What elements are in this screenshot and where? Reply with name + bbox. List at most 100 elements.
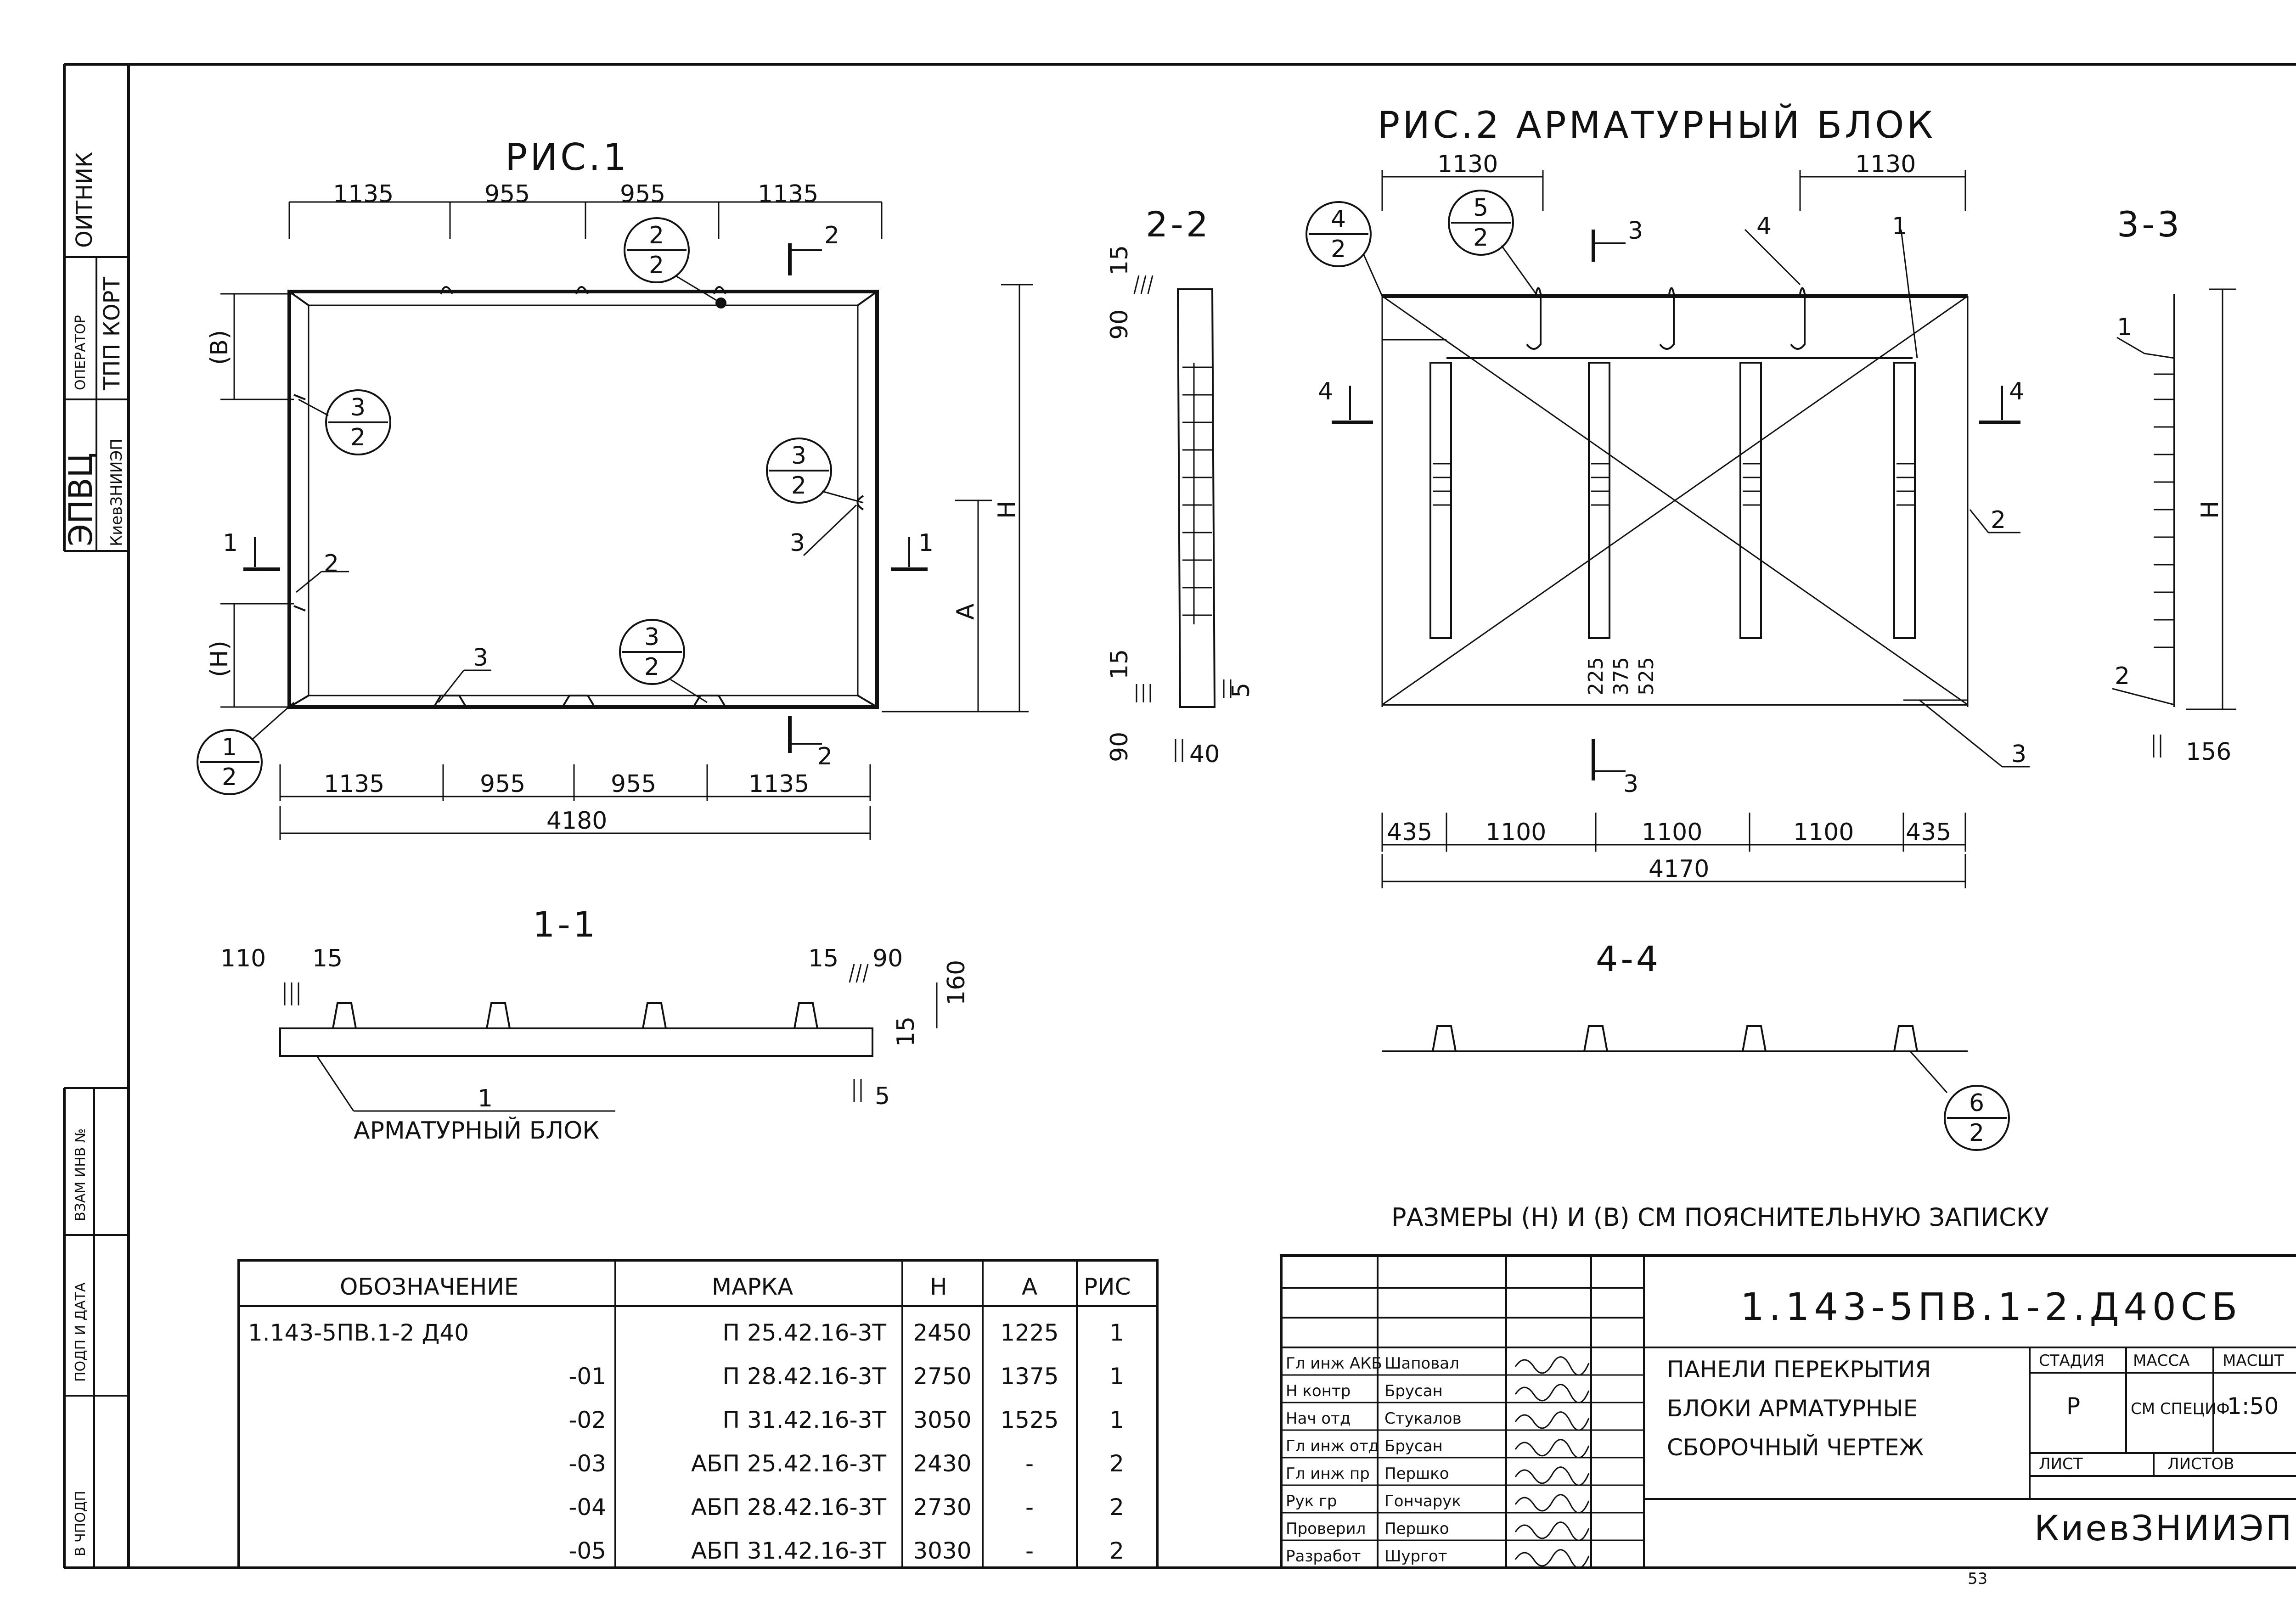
svg-text:2: 2: [644, 653, 659, 681]
fig1-section-mark-left: 1: [223, 529, 238, 557]
sec11-dim-1: 110: [220, 945, 266, 972]
spec-cell-a: -: [1025, 1450, 1034, 1477]
svg-text:2: 2: [791, 472, 806, 499]
figure-1-title: РИС.1: [505, 136, 629, 179]
spec-cell-mark: АБП 31.42.16-3Т: [691, 1538, 887, 1564]
fig1-section-mark-top: 2: [824, 222, 839, 249]
sec22-dim-4: 90: [1106, 732, 1133, 762]
section-4-4: 4-4 6 2: [1382, 938, 2010, 1151]
spec-cell-h: 2430: [913, 1450, 971, 1477]
stamp-operator-value: ТПП КОРТ: [99, 276, 125, 391]
fig1-leader-3-right: 3: [790, 529, 805, 557]
mass-label: МАССА: [2133, 1352, 2189, 1370]
spec-header-fig: РИС: [1084, 1274, 1131, 1300]
section-1-1-title: 1-1: [533, 904, 598, 945]
stage-label: СТАДИЯ: [2039, 1352, 2105, 1370]
spec-cell-mark: АБП 25.42.16-3Т: [691, 1450, 887, 1477]
fig1-leader-2: 2: [324, 550, 339, 578]
fig2-inner-dim-1: 225: [1584, 657, 1608, 696]
spec-cell-designation: -05: [568, 1538, 606, 1564]
svg-text:2: 2: [649, 252, 664, 279]
stamp-dept: ОИТНИК: [72, 152, 97, 248]
handwritten-signature: [1514, 1439, 1590, 1459]
spec-cell-fig: 2: [1109, 1538, 1124, 1564]
fig1-total-width: 4180: [546, 807, 607, 835]
handwritten-signature: [1514, 1494, 1590, 1514]
fig1-panel-rib: [308, 304, 859, 696]
stamp-org-sub: КиевЗНИИЭП: [107, 438, 126, 546]
fig2-bottom-dim-3: 1100: [1642, 819, 1702, 846]
svg-text:5: 5: [1473, 194, 1488, 222]
signature-role: Нач отд: [1286, 1409, 1351, 1428]
spec-cell-h: 3030: [913, 1538, 971, 1564]
fig2-inner-dim-2: 375: [1609, 657, 1633, 696]
sec33-dim-h: Н: [2196, 501, 2224, 519]
signature-role: Н контр: [1286, 1382, 1351, 1400]
sec33-leader-2: 2: [2115, 662, 2130, 690]
spec-cell-h: 3050: [913, 1407, 971, 1433]
fig1-panel-outline: [287, 290, 879, 709]
sec33-dim-depth: 156: [2186, 738, 2231, 766]
fig1-dim-h: (Н): [206, 640, 233, 677]
fig1-bottom-dim-4: 1135: [748, 770, 809, 798]
sec22-dim-2: 90: [1106, 309, 1133, 340]
fig1-dim-b: (В): [206, 330, 233, 365]
signature-role: Рук гр: [1286, 1492, 1337, 1510]
fig1-callout-corner: 1 2: [197, 701, 294, 795]
svg-text:2: 2: [649, 222, 664, 249]
svg-text:3: 3: [644, 623, 659, 651]
stamp-operator-label: ОПЕРАТОР: [73, 315, 89, 390]
sec11-dim-6: 15: [892, 1016, 920, 1047]
side-stamp: ОИТНИК ОПЕРАТОР ТПП КОРТ ЭПВЦ КиевЗНИИЭП…: [62, 152, 129, 1568]
handwritten-signature: [1514, 1466, 1590, 1486]
fig1-leader-3-bottom: 3: [473, 644, 488, 672]
svg-text:2: 2: [1969, 1119, 1984, 1147]
spec-header-h: Н: [930, 1274, 947, 1300]
signature-name: Гончарук: [1384, 1492, 1461, 1510]
section-1-1: 1-1 110 15 15 90 160 15 5 1 АРМАТУРНЫЙ Б…: [220, 904, 970, 1145]
fig1-bottom-dim-2: 955: [480, 770, 525, 798]
section-4-4-title: 4-4: [1596, 938, 1661, 979]
title-block: 1.143-5ПВ.1-2.Д40СБ ПАНЕЛИ ПЕРЕКРЫТИЯ БЛ…: [1280, 1254, 2296, 1569]
organization-name: КиевЗНИИЭП: [2034, 1508, 2294, 1549]
signature-role: Проверил: [1286, 1520, 1366, 1538]
document-code: 1.143-5ПВ.1-2.Д40СБ: [1740, 1285, 2242, 1329]
sheets-label: ЛИСТОВ: [2167, 1455, 2234, 1473]
fig2-callout-5-2: 5 2: [1448, 190, 1537, 294]
svg-text:2: 2: [1473, 224, 1488, 252]
fig2-top-dim-left: 1130: [1437, 151, 1498, 178]
fig1-section-mark-right: 1: [918, 529, 934, 557]
svg-text:1: 1: [222, 734, 237, 761]
fig1-callout-right: 3 2: [766, 438, 864, 504]
stamp-org: ЭПВЦ: [62, 453, 100, 546]
stage-value: Р: [2066, 1393, 2080, 1420]
spec-cell-designation: -03: [568, 1450, 606, 1477]
svg-text:2: 2: [350, 424, 366, 451]
spec-cell-fig: 1: [1109, 1319, 1124, 1346]
sec22-dim-6: 40: [1189, 741, 1220, 768]
handwritten-signature: [1514, 1384, 1590, 1403]
spec-header-a: А: [1022, 1274, 1037, 1300]
fig2-leader-1: 1: [1892, 213, 1907, 240]
sec11-dim-5: 160: [943, 960, 970, 1005]
spec-cell-designation: -04: [568, 1494, 606, 1521]
fig2-callout-4-2: 4 2: [1306, 201, 1383, 297]
fig1-top-dim-4: 1135: [758, 180, 818, 208]
fig2-section-mark-top: 3: [1628, 217, 1643, 245]
fig1-top-dim-1: 1135: [333, 180, 394, 208]
spec-cell-mark: П 28.42.16-3Т: [722, 1363, 886, 1390]
scale-label: МАСШТ: [2223, 1352, 2284, 1370]
sec11-leader-1: 1: [478, 1085, 493, 1112]
figure-2-title: РИС.2 АРМАТУРНЫЙ БЛОК: [1378, 103, 1936, 146]
fig1-top-dim-2: 955: [484, 180, 530, 208]
sec22-dim-1: 15: [1106, 245, 1133, 275]
fig2-top-dim-right: 1130: [1855, 151, 1916, 178]
